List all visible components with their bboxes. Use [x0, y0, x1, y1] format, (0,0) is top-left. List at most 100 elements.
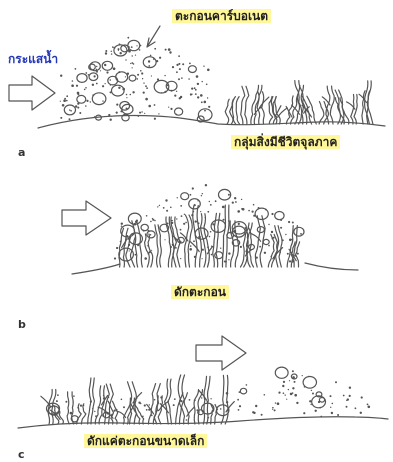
- pile-a-speck: [111, 51, 112, 52]
- pile-b-speck: [180, 229, 182, 231]
- pile-c-speck: [331, 412, 333, 414]
- pile-a-speck: [208, 106, 210, 108]
- pile-a-speck: [141, 111, 142, 112]
- microbial-filaments-c: [41, 375, 234, 424]
- pile-b-speck: [190, 245, 192, 247]
- pile-b-speck: [165, 199, 167, 201]
- pile-a-speck: [178, 55, 180, 57]
- pile-a-speck: [128, 46, 130, 48]
- pile-a-speck: [105, 83, 106, 84]
- panel-c-illustration: [18, 336, 388, 428]
- pile-a-speck: [77, 92, 80, 95]
- pile-a-speck: [156, 60, 158, 62]
- filament-b: [235, 221, 239, 267]
- pile-a-speck: [84, 89, 86, 91]
- pile-c-speck: [144, 404, 146, 406]
- pile-a-speck: [150, 55, 152, 57]
- pointer-arrow-icon: [147, 26, 160, 47]
- pile-c-speck: [189, 399, 191, 401]
- pile-a-speck: [114, 47, 116, 49]
- pile-b-speck: [183, 223, 185, 225]
- pile-a-speck: [148, 65, 150, 67]
- flow-arrow-icon: [196, 336, 246, 370]
- filament-a: [232, 97, 235, 124]
- pile-c-speck: [282, 385, 284, 387]
- pile-a-speck: [96, 66, 97, 67]
- pile-a-speck: [66, 95, 68, 97]
- pile-a-speck: [105, 50, 107, 52]
- pile-a-grain: [129, 75, 136, 81]
- pile-b-speck: [170, 207, 172, 209]
- pile-b-speck: [193, 240, 195, 242]
- pile-a-speck: [106, 71, 108, 73]
- filament-b: [155, 225, 158, 267]
- pile-a-speck: [110, 91, 112, 93]
- pile-b-speck: [228, 194, 230, 196]
- pile-a-grain: [102, 61, 112, 70]
- pile-c-speck: [349, 395, 351, 397]
- pile-c-speck: [304, 386, 306, 388]
- pile-b-speck: [189, 248, 192, 251]
- pile-a-speck: [140, 70, 142, 72]
- pile-b-speck: [280, 227, 282, 229]
- filament-a: [330, 86, 334, 124]
- pile-c-speck: [294, 381, 296, 383]
- pile-c-speck: [319, 407, 321, 409]
- pile-b-speck: [164, 239, 165, 240]
- pile-a-speck: [139, 49, 141, 51]
- pile-c-speck: [294, 394, 297, 397]
- pile-b-speck: [264, 252, 266, 254]
- pile-b-speck: [144, 257, 147, 260]
- pile-c-speck: [310, 404, 311, 405]
- pile-b-speck: [121, 223, 123, 225]
- pile-c-speck: [368, 406, 371, 409]
- pile-c-speck: [238, 409, 240, 411]
- pile-a-speck: [100, 70, 101, 71]
- pile-a-speck: [176, 114, 178, 116]
- filament-b: [226, 205, 229, 267]
- pile-b-grain: [181, 193, 189, 200]
- pile-b-speck: [265, 209, 267, 211]
- pile-a-speck: [102, 85, 104, 87]
- pile-b-speck: [134, 223, 137, 226]
- pile-a-speck: [71, 84, 74, 87]
- pile-a-speck: [75, 68, 77, 70]
- pile-a-speck: [195, 89, 197, 91]
- pile-c-speck: [210, 398, 211, 399]
- pile-a-speck: [127, 108, 128, 109]
- pile-a-speck: [204, 101, 207, 104]
- filament-a: [275, 97, 280, 124]
- pile-a-speck: [69, 118, 71, 120]
- pile-c-speck: [146, 409, 148, 411]
- pile-c-speck: [330, 407, 331, 408]
- pile-c-speck: [94, 411, 95, 412]
- pile-b-speck: [151, 250, 152, 251]
- pile-c-speck: [330, 395, 332, 397]
- pile-b-speck: [152, 218, 153, 219]
- pile-a-speck: [119, 43, 121, 45]
- pile-a-speck: [164, 91, 166, 93]
- pile-b-speck: [248, 210, 250, 212]
- pile-a-speck: [86, 100, 88, 102]
- pile-a-speck: [201, 101, 203, 103]
- pile-a-speck: [110, 79, 112, 81]
- pile-a-speck: [144, 113, 145, 114]
- flow-arrow-icon: [62, 201, 111, 235]
- pile-b-speck: [252, 211, 254, 213]
- filament-c: [168, 379, 172, 424]
- pile-c-speck: [320, 416, 322, 418]
- pile-b-speck: [285, 234, 286, 235]
- pile-a-speck: [179, 68, 181, 70]
- filament-b: [204, 214, 209, 267]
- filament-a: [368, 81, 373, 124]
- pile-c-speck: [239, 391, 241, 393]
- pile-b-speck: [287, 253, 289, 255]
- pile-c-speck: [274, 409, 276, 411]
- pile-c-speck: [360, 412, 362, 414]
- filament-b: [278, 226, 282, 267]
- panel-label-b: b: [18, 319, 26, 330]
- pile-b-speck: [223, 219, 225, 221]
- pile-c-speck: [332, 403, 334, 405]
- panel-label-a: a: [18, 147, 25, 158]
- filament-b: [145, 234, 150, 267]
